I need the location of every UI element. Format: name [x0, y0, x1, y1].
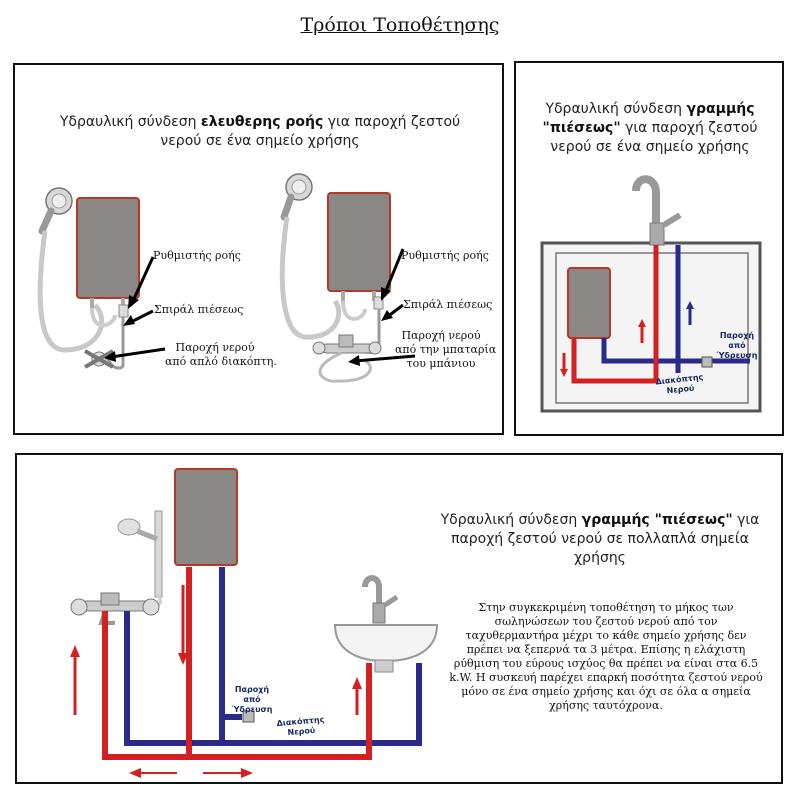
faucet-icon	[632, 175, 682, 246]
panel-free-flow: Υδραυλική σύνδεση ελευθερης ροής για παρ…	[13, 63, 504, 435]
water-heater	[76, 197, 140, 299]
panel-pressure-multi: Παροχή από Ύδρευση Διακόπτης Νερού Υδραυ…	[15, 453, 783, 784]
panel-heading: Υδραυλική σύνδεση γραμμής "πιέσεως" για …	[440, 512, 760, 566]
page-title: Τρόποι Τοποθέτησης	[300, 14, 500, 36]
pressure-spiral-label: Σπιράλ πιέσεως	[403, 298, 493, 311]
water-supply-label: Παροχή από Ύδρευση	[231, 685, 273, 714]
sink-icon	[333, 624, 439, 673]
shower-head-icon	[280, 173, 313, 221]
pressure-multi-illustration	[70, 468, 439, 778]
pressure-spiral-label: Σπιράλ πιέσεως	[154, 303, 244, 316]
water-heater	[567, 267, 611, 339]
free-flow-switch-illustration	[37, 173, 416, 383]
water-supply-label: Παροχή από Ύδρευση	[716, 331, 758, 360]
installation-note: Στην συγκεκριμένη τοποθέτηση το μήκος τω…	[449, 601, 763, 712]
flow-regulator-label: Ρυθμιστής ροής	[153, 249, 241, 262]
pressure-single-illustration	[540, 175, 762, 413]
bath-mixer-icon	[312, 334, 382, 383]
panel-heading: Υδραυλική σύνδεση ελευθερης ροής για παρ…	[59, 114, 461, 149]
shower-head-icon	[38, 187, 73, 235]
panel-heading: Υδραυλική σύνδεση γραμμής "πιέσεως" για …	[542, 101, 758, 155]
shower-head-icon	[117, 518, 158, 542]
tap-valve-icon	[84, 349, 114, 369]
flow-regulator-label: Ρυθμιστής ροής	[401, 249, 489, 262]
water-heater	[174, 468, 238, 566]
bath-mixer-icon	[70, 592, 160, 625]
panel-pressure-single: Υδραυλική σύνδεση γραμμής "πιέσεως" για …	[514, 61, 784, 436]
faucet-icon	[362, 575, 399, 624]
water-heater	[327, 192, 391, 292]
flow-regulator	[118, 304, 129, 318]
water-supply-label: Παροχή νερού από την μπαταρία του μπάνιο…	[395, 329, 497, 370]
water-supply-label: Παροχή νερού από απλό διακόπτη.	[165, 341, 277, 368]
water-valve	[242, 710, 255, 723]
water-valve	[701, 356, 713, 368]
